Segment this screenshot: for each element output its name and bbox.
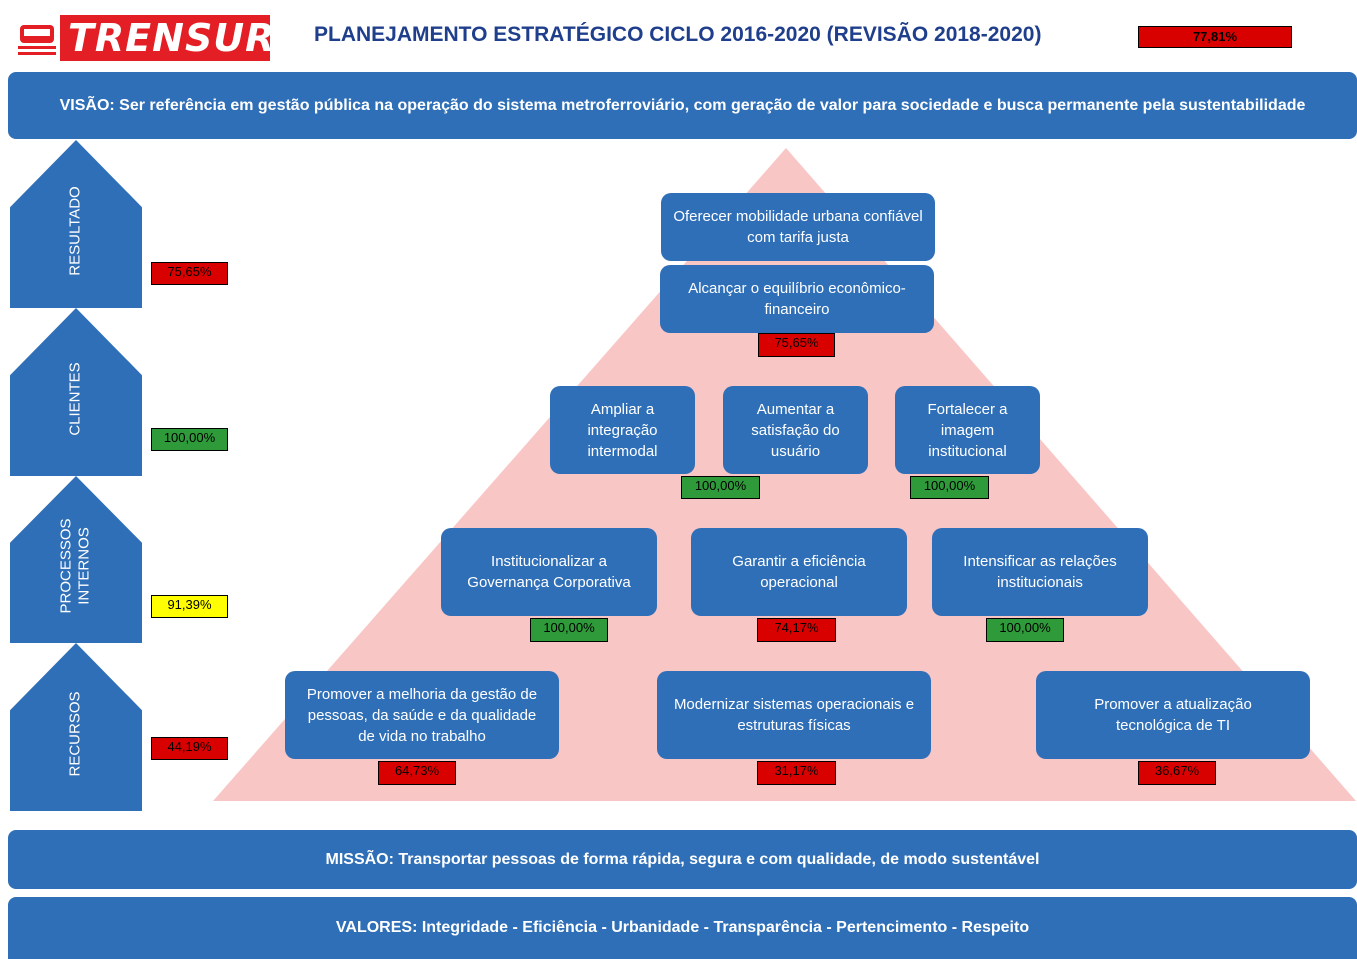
objective-atualizacao-ti: Promover a atualização tecnológica de TI xyxy=(1036,671,1310,759)
objective-score: 100,00% xyxy=(910,476,989,499)
objective-score: 100,00% xyxy=(530,618,608,642)
objective-imagem-institucional: Fortalecer a imagem institucional xyxy=(895,386,1040,474)
objective-score: 75,65% xyxy=(758,333,835,357)
perspective-label: PROCESSOS INTERNOS xyxy=(58,518,93,614)
perspective-score-clientes: 100,00% xyxy=(151,428,228,451)
vision-band: VISÃO: Ser referência em gestão pública … xyxy=(8,72,1357,139)
objective-equilibrio-economico: Alcançar o equilíbrio econômico-financei… xyxy=(660,265,934,333)
objective-score: 31,17% xyxy=(757,761,836,785)
objective-sistemas-operacionais: Modernizar sistemas operacionais e estru… xyxy=(657,671,931,759)
perspective-score-recursos: 44,19% xyxy=(151,737,228,760)
page-title: PLANEJAMENTO ESTRATÉGICO CICLO 2016-2020… xyxy=(314,23,1042,46)
objective-gestao-pessoas: Promover a melhoria da gestão de pessoas… xyxy=(285,671,559,759)
objective-relacoes-institucionais: Intensificar as relações institucionais xyxy=(932,528,1148,616)
trensurb-logo: TRENSURB xyxy=(14,15,270,61)
objective-satisfacao-usuario: Aumentar a satisfação do usuário xyxy=(723,386,868,474)
values-band: VALORES: Integridade - Eficiência - Urba… xyxy=(8,897,1357,959)
perspective-score-processos: 91,39% xyxy=(151,595,228,618)
objective-eficiencia-operacional: Garantir a eficiência operacional xyxy=(691,528,907,616)
perspective-label: RESULTADO xyxy=(67,186,84,276)
objective-score: 74,17% xyxy=(757,618,836,642)
objective-mobilidade-urbana: Oferecer mobilidade urbana confiável com… xyxy=(661,193,935,261)
train-icon xyxy=(14,15,60,61)
logo-text: TRENSURB xyxy=(68,16,270,60)
objective-score: 64,73% xyxy=(378,761,456,785)
objective-governanca-corporativa: Institucionalizar a Governança Corporati… xyxy=(441,528,657,616)
objective-score: 100,00% xyxy=(681,476,760,499)
mission-band: MISSÃO: Transportar pessoas de forma ráp… xyxy=(8,830,1357,889)
objective-score: 36,67% xyxy=(1138,761,1216,785)
objective-score: 100,00% xyxy=(986,618,1064,642)
perspective-score-resultado: 75,65% xyxy=(151,262,228,285)
objective-integracao-intermodal: Ampliar a integração intermodal xyxy=(550,386,695,474)
overall-score-badge: 77,81% xyxy=(1138,26,1292,48)
perspective-label: CLIENTES xyxy=(66,362,84,436)
perspective-label: RECURSOS xyxy=(66,691,84,777)
